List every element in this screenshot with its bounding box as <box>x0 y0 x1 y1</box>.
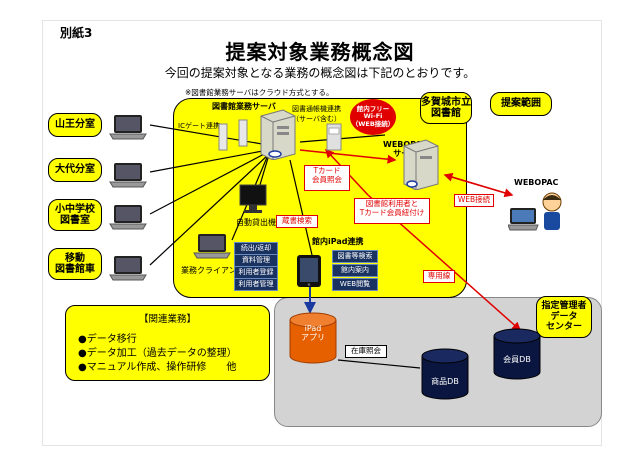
product-db-label: 商品DB <box>431 377 459 386</box>
ipad-app-cylinder <box>289 312 337 364</box>
library-server-label: 図書館業務サーバ <box>212 102 276 111</box>
ipad-function-web: WEB閲覧 <box>332 278 378 291</box>
product-db-cylinder <box>421 348 469 400</box>
business-client-laptop-icon <box>193 234 231 259</box>
page-title: 提案対象業務概念図 <box>225 40 415 64</box>
ic-gate-label: ICゲート連携 <box>178 122 220 130</box>
branch-mobile: 移動 図書館車 <box>48 248 102 280</box>
book-search-label: 蔵書検索 <box>276 215 318 228</box>
branch-oshiro: 大代分室 <box>48 158 102 182</box>
page-subtitle: 今回の提案対象となる業務の概念図は下記のとおりです。 <box>164 66 476 80</box>
business-client-label: 業務クライアント <box>181 266 245 275</box>
ipad-app-label: iPad アプリ <box>301 324 325 343</box>
tcard-inquiry-label: Tカード 会員照会 <box>304 165 350 191</box>
ic-gate-icon <box>218 119 248 151</box>
ipad-icon <box>297 255 321 287</box>
webopac-server-icon <box>403 139 439 190</box>
laptop-icon <box>109 163 147 188</box>
ipad-function-guide: 館内案内 <box>332 264 378 277</box>
app-db-link <box>337 359 421 369</box>
laptop-icon <box>109 205 147 230</box>
branch-sanno: 山王分室 <box>48 113 102 137</box>
laptop-icon <box>109 115 147 140</box>
related-heading: 【関連業務】 <box>138 314 196 325</box>
tagajo-library-box: 多賀城市立 図書館 <box>420 92 472 124</box>
web-access-label: WEB接続 <box>454 194 494 207</box>
book-pass-label: 図書通帳機連携 （サーバ含む） <box>292 105 341 123</box>
ipad-function-search: 図書等検索 <box>332 250 378 263</box>
related-tasks-box: 【関連業務】 ●データ移行 ●データ加工（過去データの整理） ●マニュアル作成、… <box>65 305 270 381</box>
webopac-user-icon <box>508 192 562 231</box>
member-db-cylinder <box>493 328 541 380</box>
data-center-box: 指定管理者 データ センター <box>536 296 592 338</box>
book-pass-machine-icon <box>326 123 342 151</box>
cloud-note: ※図書館業務サーバはクラウド方式とする。 <box>185 88 334 97</box>
user-tcard-link-label: 図書館利用者と Tカード会員紐付け <box>354 198 430 224</box>
branch-school: 小中学校 図書室 <box>48 199 102 231</box>
member-db-label: 会員DB <box>503 355 531 364</box>
webopac-user-label: WEBOPAC <box>514 178 559 187</box>
ipad-link-label: 館内iPad連携 <box>312 237 364 246</box>
function-user-mgmt: 利用者管理 <box>234 278 278 291</box>
related-item: ●データ加工（過去データの整理） <box>78 348 237 359</box>
wifi-oval: 館内フリー Wi-Fi （WEB接続） <box>350 99 396 135</box>
dedicated-line-label: 専用線 <box>423 270 455 283</box>
laptop-icon <box>109 256 147 281</box>
stock-inquiry-label: 在庫照会 <box>345 345 387 358</box>
related-item: ●データ移行 <box>78 334 137 345</box>
self-checkout-label: 自動貸出機 <box>236 218 276 227</box>
appendix-label: 別紙3 <box>60 26 93 40</box>
server-icon <box>260 109 296 160</box>
proposal-scope-box: 提案範囲 <box>490 92 552 116</box>
self-checkout-icon <box>239 184 267 213</box>
related-item: ●マニュアル作成、操作研修 他 <box>78 362 237 373</box>
